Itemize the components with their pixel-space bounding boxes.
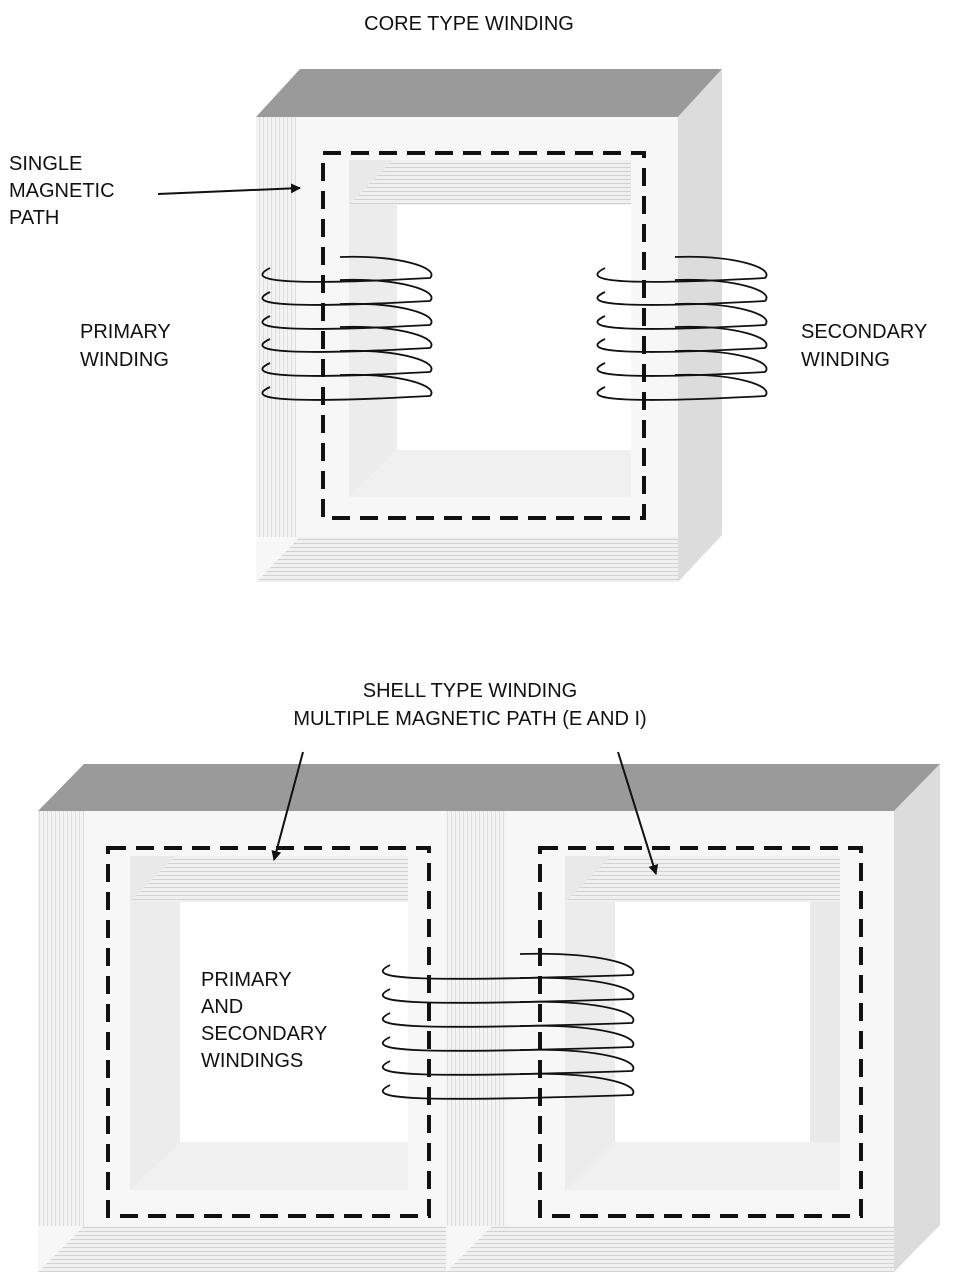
windings-label-line-2: AND xyxy=(201,996,243,1018)
core-window-top-bevel xyxy=(349,160,631,205)
shell-type-diagram: SHELL TYPE WINDING MULTIPLE MAGNETIC PAT… xyxy=(38,680,940,1272)
primary-coil xyxy=(261,255,433,401)
secondary-label-line-1: SECONDARY xyxy=(801,321,927,343)
windings-label-line-4: WINDINGS xyxy=(201,1050,303,1072)
shell-right-window-top-bevel xyxy=(565,856,840,902)
shell-arrow-right xyxy=(617,751,659,875)
shell-left-magnetic-path xyxy=(106,846,431,1218)
secondary-label-line-2: WINDING xyxy=(801,349,890,371)
core-type-title: CORE TYPE WINDING xyxy=(364,13,574,35)
core-window-bottom-bevel xyxy=(349,450,631,497)
core-side-face xyxy=(678,69,722,582)
shell-bottom-bevel-left xyxy=(38,1226,446,1272)
shell-right-window-wall xyxy=(565,902,615,1190)
shell-block xyxy=(38,764,940,1272)
core-type-diagram: CORE TYPE WINDING SINGLE MAGNETIC PATH xyxy=(9,13,927,582)
shell-title-line-2: MULTIPLE MAGNETIC PATH (E AND I) xyxy=(293,708,646,730)
shell-left-window-bottom-bevel xyxy=(130,1142,408,1190)
core-window-opening xyxy=(397,205,631,450)
shell-bottom-bevel-right xyxy=(446,1226,894,1272)
primary-label-line-1: PRIMARY xyxy=(80,321,171,343)
core-bottom-bevel xyxy=(256,537,678,582)
shell-right-window-bottom-bevel xyxy=(565,1142,840,1190)
core-magnetic-path xyxy=(321,151,646,520)
path-label-line-3: PATH xyxy=(9,207,59,229)
path-label-line-1: SINGLE xyxy=(9,153,82,175)
path-arrow xyxy=(157,183,301,195)
shell-title-line-1: SHELL TYPE WINDING xyxy=(363,680,578,702)
core-top-face xyxy=(256,69,722,117)
shell-left-leg-stripes xyxy=(38,811,84,1226)
shell-left-window-top-bevel xyxy=(130,856,408,902)
primary-label-line-2: WINDING xyxy=(80,349,169,371)
windings-label-line-1: PRIMARY xyxy=(201,969,292,991)
shell-center-leg-stripes xyxy=(446,811,506,1226)
path-label-line-2: MAGNETIC xyxy=(9,180,115,202)
secondary-coil xyxy=(596,255,768,401)
shell-left-window-wall xyxy=(130,902,180,1190)
shell-left-window-opening xyxy=(180,902,408,1142)
shell-right-window-opening xyxy=(615,902,810,1142)
shell-arrow-left xyxy=(271,751,304,861)
shell-top-face xyxy=(38,764,940,811)
windings-label-line-3: SECONDARY xyxy=(201,1023,327,1045)
shell-side-face xyxy=(894,764,940,1272)
core-block xyxy=(256,69,722,582)
shell-coil xyxy=(381,952,635,1100)
shell-right-magnetic-path xyxy=(538,846,863,1218)
